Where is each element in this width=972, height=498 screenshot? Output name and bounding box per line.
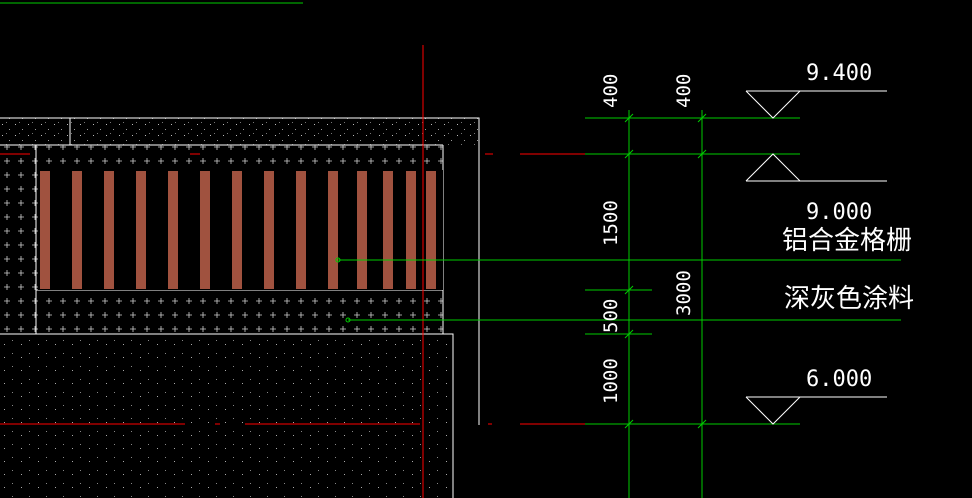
louver-slat [72, 171, 82, 289]
louver-slat [136, 171, 146, 289]
louver-slat [104, 171, 114, 289]
louver-slat [296, 171, 306, 289]
axis-lines [0, 45, 585, 498]
dimension-lines [585, 110, 800, 498]
louver-slat [200, 171, 210, 289]
elevation-label-lower: 6.000 [806, 367, 872, 392]
elevation-label-upper: 9.000 [806, 200, 872, 225]
elevation-label-top: 9.400 [806, 61, 872, 86]
lower-wall [0, 333, 454, 498]
louver-slat [426, 171, 436, 289]
louver-slat [40, 171, 50, 289]
louver-slat [232, 171, 242, 289]
parapet-band [0, 117, 480, 425]
louver-slat [357, 171, 367, 289]
louver-slat [406, 171, 416, 289]
louver-slat [168, 171, 178, 289]
dimension-text-500: 500 [600, 299, 622, 333]
annotation-aluminium-grille: 铝合金格栅 [782, 226, 912, 256]
louver-slat [328, 171, 338, 289]
dimension-text-3000: 3000 [673, 270, 695, 316]
louver-slat [264, 171, 274, 289]
dimension-text-1000: 1000 [600, 358, 622, 404]
elevation-markers [745, 90, 887, 425]
dimension-text-400-left: 400 [600, 74, 622, 108]
dimension-text-1500: 1500 [600, 200, 622, 246]
aluminium-grille [38, 170, 443, 290]
leader-lines [335, 257, 901, 323]
annotation-dark-grey-paint: 深灰色涂料 [784, 284, 914, 314]
louver-slat [383, 171, 393, 289]
dimension-text-400-right: 400 [673, 74, 695, 108]
